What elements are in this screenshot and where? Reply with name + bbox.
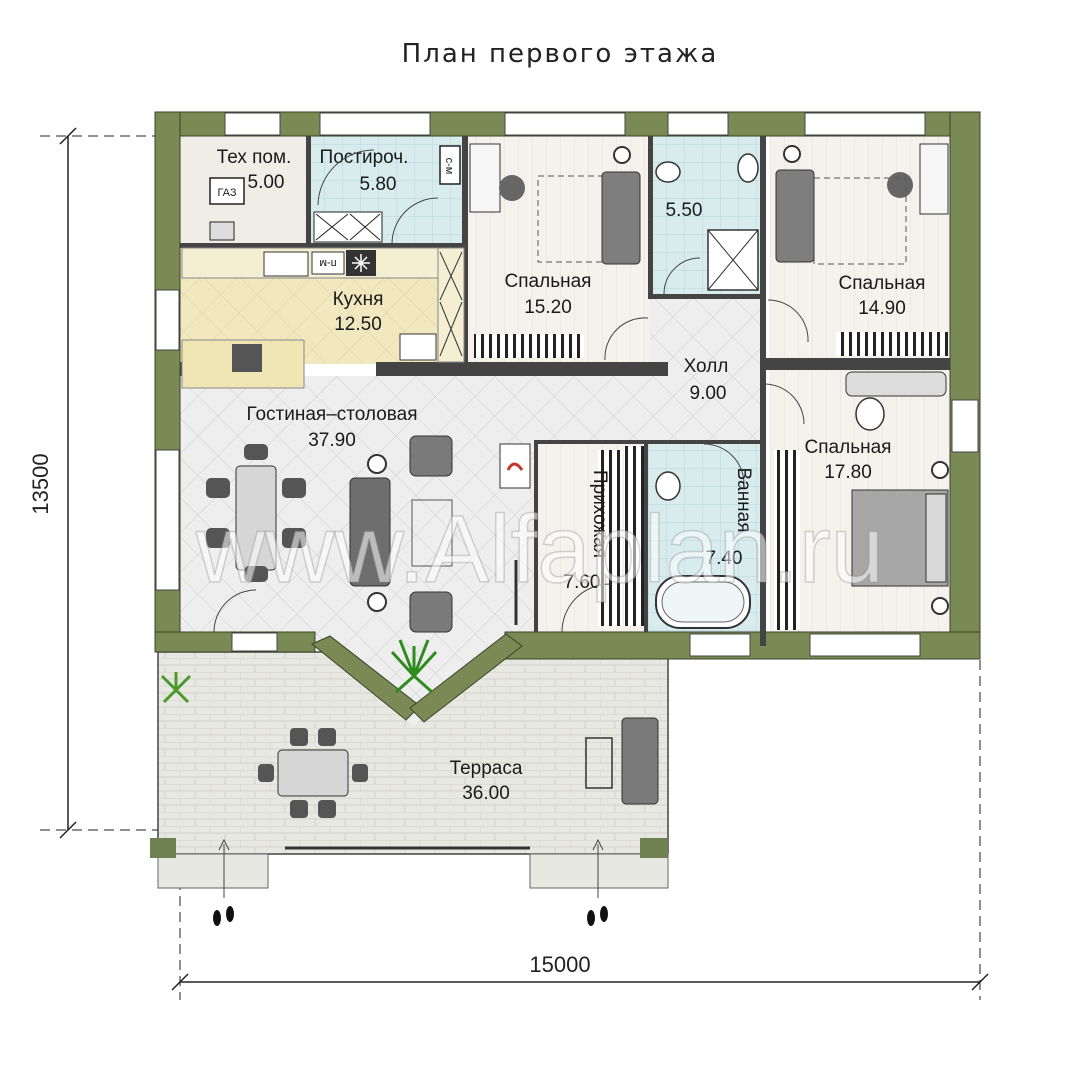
bath-area: 7.40 bbox=[706, 548, 743, 569]
bedroom2-door[interactable] bbox=[767, 299, 809, 343]
height-dimension: 13500 bbox=[28, 453, 53, 514]
svg-text:ГАЗ: ГАЗ bbox=[217, 187, 236, 199]
armchair2-icon bbox=[409, 591, 453, 633]
living-area: 37.90 bbox=[308, 430, 356, 451]
bathtub-inner bbox=[661, 581, 745, 623]
terrace-sofa bbox=[621, 717, 659, 805]
bedroom1-desk bbox=[469, 143, 501, 213]
fireplace-icon bbox=[499, 443, 531, 489]
terrace-label: Терраса bbox=[450, 758, 523, 779]
tech-door[interactable] bbox=[317, 149, 375, 206]
bedroom3-lamp-icon bbox=[931, 461, 949, 479]
wc-area: 5.50 bbox=[666, 200, 703, 221]
boiler-icon: ГАЗ bbox=[209, 177, 245, 241]
width-dimension: 15000 bbox=[529, 952, 590, 977]
shower-cross bbox=[707, 229, 759, 291]
living-label: Гостиная–столовая bbox=[246, 404, 417, 425]
hall-area: 9.00 bbox=[690, 383, 727, 404]
kitchen-tall-cabinet bbox=[437, 247, 465, 363]
plant-icon bbox=[390, 639, 438, 694]
kitchen-cabinet-cross bbox=[439, 251, 463, 357]
laundry-shelves bbox=[313, 211, 383, 243]
bedroom2-desk bbox=[919, 143, 949, 215]
bedroom3-area: 17.80 bbox=[824, 462, 872, 483]
bath-sink-icon bbox=[655, 471, 681, 501]
footprints-icon bbox=[213, 906, 234, 926]
svg-text:п-м: п-м bbox=[319, 257, 336, 269]
svg-text:с-м: с-м bbox=[443, 158, 455, 175]
bedroom3-lamp2-icon bbox=[931, 597, 949, 615]
terrace-table bbox=[258, 728, 368, 818]
interior-walls bbox=[180, 136, 950, 646]
living-door[interactable] bbox=[213, 589, 257, 633]
washer-icon: с-м bbox=[439, 145, 461, 185]
living-lamp2-icon bbox=[367, 592, 387, 612]
footprints2-icon bbox=[587, 906, 608, 926]
bedroom3-vanity bbox=[845, 371, 947, 397]
bedroom1-lamp-icon bbox=[613, 146, 631, 164]
bedroom1-label: Спальная bbox=[505, 271, 592, 292]
bedroom1-sofa bbox=[601, 171, 641, 265]
kitchen-counter bbox=[181, 247, 439, 279]
windows bbox=[155, 112, 979, 657]
bedroom2-chair-icon bbox=[887, 172, 913, 198]
bath-label: Ванная bbox=[733, 467, 754, 532]
entry-closet bbox=[598, 450, 622, 626]
fireplace-flame bbox=[506, 462, 524, 471]
hall-label: Холл bbox=[684, 356, 729, 377]
living-sofa bbox=[349, 477, 391, 587]
bedroom1-door[interactable] bbox=[604, 317, 649, 361]
entry-area: 7.60 bbox=[564, 572, 601, 593]
island-cooktop-icon bbox=[232, 344, 262, 372]
laundry-label: Постироч. bbox=[320, 147, 409, 168]
bedroom3-label: Спальная bbox=[805, 437, 892, 458]
living-lamp-icon bbox=[367, 454, 387, 474]
bedroom1-chair-icon bbox=[499, 175, 525, 201]
terrace-plant-icon bbox=[160, 672, 192, 704]
terrace-table-small bbox=[585, 737, 613, 789]
sink-icon bbox=[263, 251, 309, 277]
entrance-arrow-left bbox=[218, 838, 230, 898]
bedroom2-lamp-icon bbox=[783, 145, 801, 163]
bath-door[interactable] bbox=[703, 443, 745, 485]
entry-label: Прихожая bbox=[589, 470, 610, 558]
bedroom3-door[interactable] bbox=[763, 383, 805, 425]
terrace-area: 36.00 bbox=[462, 783, 510, 804]
wc-door[interactable] bbox=[663, 257, 701, 295]
wc-sink-icon bbox=[737, 153, 759, 183]
dimension-horizontal: 15000 bbox=[171, 660, 989, 1000]
laundry-door[interactable] bbox=[391, 197, 439, 245]
cooktop-burner bbox=[352, 254, 370, 272]
toilet-icon bbox=[655, 161, 681, 183]
entrance-arrow-right bbox=[592, 838, 604, 898]
watermark: www.Alfaplan.ru bbox=[195, 496, 884, 603]
dining-table bbox=[206, 444, 306, 582]
bedroom2-sofa bbox=[775, 169, 815, 263]
bath-closet bbox=[624, 446, 644, 626]
entry-door[interactable] bbox=[561, 583, 611, 633]
laundry-area: 5.80 bbox=[360, 174, 397, 195]
kitchen-area: 12.50 bbox=[334, 314, 382, 335]
laundry-shelves-cross bbox=[315, 213, 381, 241]
dishwasher-icon bbox=[311, 251, 345, 275]
tech-room-label: Тех пом. bbox=[217, 147, 292, 168]
armchair-icon bbox=[409, 435, 453, 477]
bedroom3-closet bbox=[774, 450, 800, 630]
dimension-vertical: 13500 bbox=[28, 127, 160, 839]
bedroom2-area: 14.90 bbox=[858, 298, 906, 319]
bedroom3-chair-icon bbox=[855, 397, 885, 431]
kitchen-label: Кухня bbox=[333, 289, 384, 310]
plan-title: План первого этажа bbox=[402, 39, 719, 69]
hall-floor bbox=[650, 296, 762, 382]
bedroom1-area: 15.20 bbox=[524, 297, 572, 318]
kitchen-cabinet-low bbox=[399, 333, 437, 361]
bedroom2-closet bbox=[836, 332, 948, 356]
tech-room-area: 5.00 bbox=[248, 172, 285, 193]
bedroom2-label: Спальная bbox=[839, 273, 926, 294]
bedroom1-closet bbox=[474, 334, 584, 358]
bedroom3-pillows bbox=[925, 493, 947, 583]
hall-floor-lower bbox=[536, 376, 762, 442]
coffee-table bbox=[411, 499, 453, 567]
